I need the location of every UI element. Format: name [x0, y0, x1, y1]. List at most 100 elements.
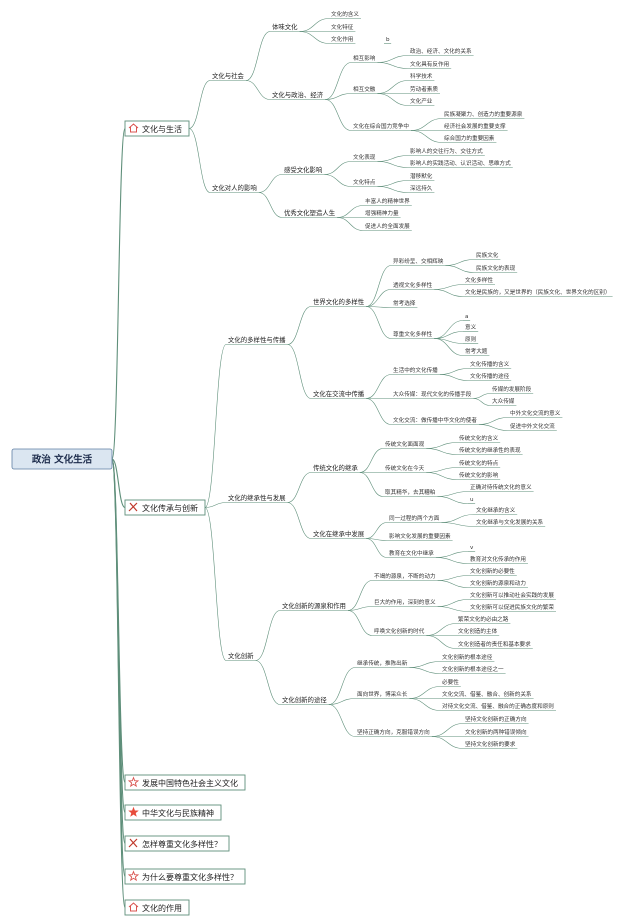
branch-box	[124, 835, 230, 852]
main-branches: 政治 文化生活 文化与生活文化传承与创新发展中国特色社会主义文化中华文化与民族精神…	[11, 120, 246, 916]
connector	[245, 31, 271, 81]
connector	[434, 289, 464, 297]
node-d13a: 正确对待传统文化的意义	[470, 483, 532, 491]
connector	[410, 130, 443, 143]
connector	[337, 205, 364, 218]
connector	[439, 368, 469, 375]
branch-label: 怎样尊重文化多样性？	[142, 839, 222, 849]
branch-2[interactable]: 文化传承与创新	[124, 499, 206, 516]
node-a22: 相互交融	[353, 85, 376, 93]
node-a1c: 文化作用	[331, 35, 353, 43]
connector	[258, 174, 283, 193]
branch-7[interactable]: 文化的作用	[124, 899, 190, 916]
connector	[287, 344, 312, 399]
branch-6[interactable]: 为什么要尊重文化多样性？	[124, 868, 246, 885]
connector	[409, 698, 441, 711]
house-icon	[128, 123, 139, 133]
branch-1[interactable]: 文化与生活	[124, 120, 190, 137]
branch-5[interactable]: 怎样尊重文化多样性？	[124, 835, 230, 852]
node-d11b: 传统文化的继承性的表现	[459, 446, 521, 454]
connector	[437, 580, 469, 588]
tools-icon	[128, 838, 138, 848]
branch-box	[124, 120, 190, 137]
connector	[328, 704, 356, 737]
node-c13x: 常考选择	[393, 299, 416, 307]
node-e12: 巨大的作用，深刻的意义	[374, 598, 436, 606]
connector	[287, 502, 312, 539]
connector	[478, 424, 509, 431]
connector	[426, 442, 458, 449]
node-e23: 坚持正确方向，克服错误方向	[357, 728, 430, 736]
connector	[426, 467, 458, 473]
connector	[204, 507, 227, 661]
connector	[377, 180, 409, 187]
connector	[435, 551, 469, 558]
branch-label: 文化传承与创新	[142, 503, 198, 513]
connector	[366, 306, 392, 308]
node-a21b: 文化具有反作用	[410, 60, 449, 68]
connector	[337, 217, 364, 231]
node-b12: 文化特点	[353, 178, 376, 186]
connector	[437, 599, 469, 607]
node-b2c: 促进人的全面发展	[365, 222, 410, 230]
connector	[434, 320, 464, 339]
node-b1: 感受文化影响	[284, 165, 322, 174]
star-shape	[127, 776, 140, 788]
star-filled-icon	[128, 806, 139, 817]
branch-label: 文化与生活	[142, 124, 182, 134]
node-c11a: 民族文化	[476, 251, 499, 259]
node-a21a: 政治、经济、文化的关系	[410, 47, 472, 55]
node-c22a: 传媒的发展阶段	[492, 385, 532, 393]
node-d23: 教育在文化中继承	[389, 549, 434, 557]
branch-3[interactable]: 发展中国特色社会主义文化	[124, 774, 246, 791]
node-d2: 文化在继承中发展	[313, 529, 365, 538]
connector	[478, 417, 509, 425]
branch-4[interactable]: 中华文化与民族精神	[124, 804, 222, 821]
node-e: 文化创新	[228, 651, 254, 660]
node-d13b: u	[470, 497, 474, 503]
connector	[245, 80, 271, 100]
node-e22: 面向世界，博采众长	[357, 690, 408, 698]
connector	[445, 265, 475, 273]
node-c1: 世界文化的多样性	[313, 297, 365, 306]
connector	[325, 99, 352, 131]
connector	[204, 344, 227, 508]
connector	[426, 623, 457, 636]
connector	[328, 698, 356, 705]
connector	[111, 458, 126, 909]
node-d: 文化的继承性与发展	[228, 493, 286, 502]
branch-box	[124, 804, 222, 821]
connector	[366, 398, 392, 425]
connector	[437, 575, 469, 581]
tools-shape	[128, 502, 138, 512]
connector	[287, 472, 312, 503]
connector	[347, 606, 373, 611]
connector	[377, 155, 409, 162]
connector	[188, 128, 211, 193]
node-b2: 优秀文化塑造人生	[284, 208, 336, 217]
node-a23: 文化在综合国力竞争中	[353, 122, 409, 130]
node-b: 文化对人的影响	[212, 183, 257, 192]
node-e21b: 文化创新的根本途径之一	[442, 665, 504, 673]
connector	[366, 265, 392, 307]
connector	[431, 736, 464, 749]
connector	[473, 393, 491, 399]
node-e2: 文化创新的途径	[282, 695, 327, 704]
branch-box	[124, 499, 206, 516]
node-b12a: 潜移默化	[410, 172, 433, 180]
tools-icon	[128, 502, 138, 512]
node-c21b: 文化传播的途径	[470, 372, 510, 380]
node-e21: 继承传统，推陈出新	[357, 659, 408, 667]
connector	[434, 331, 464, 339]
connector	[377, 62, 409, 69]
connector	[299, 31, 330, 44]
node-e13b: 文化创造的主体	[458, 627, 498, 635]
connector	[111, 127, 126, 460]
node-c21: 生活中的文化传播	[393, 366, 438, 374]
node-a2: 文化与政治、经济	[272, 90, 324, 99]
root-topic[interactable]: 政治 文化生活	[11, 448, 113, 470]
star-outline-icon	[127, 776, 140, 788]
node-a1a: 文化的含义	[331, 10, 359, 18]
connector	[426, 472, 458, 480]
connector-lines	[111, 18, 613, 909]
